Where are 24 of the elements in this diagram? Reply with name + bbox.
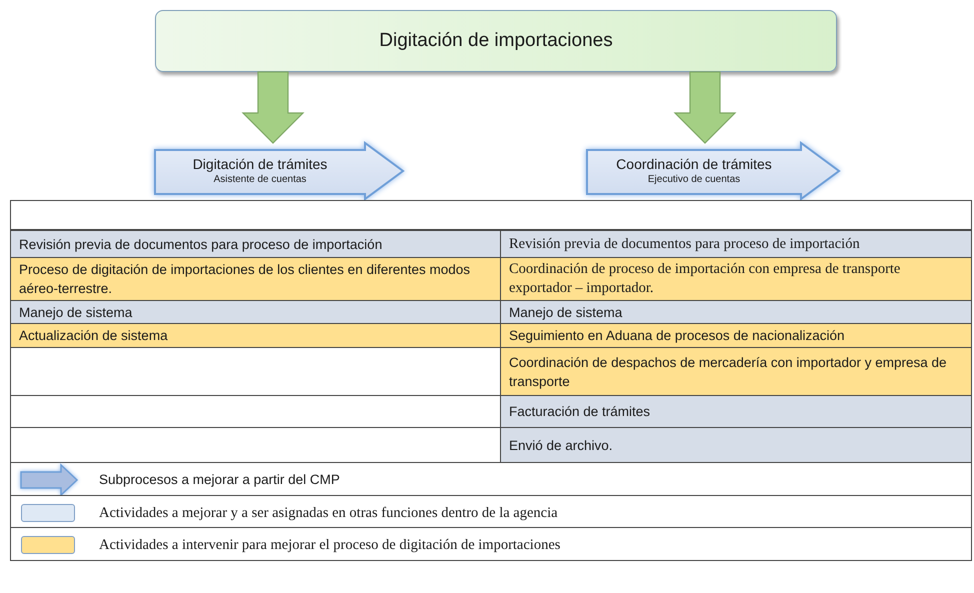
node-title: Digitación de trámites	[192, 155, 328, 173]
process-arrow	[587, 143, 839, 199]
table-cell: Coordinación de despachos de mercadería con importador y empresa de transporte	[500, 347, 972, 396]
process-arrow	[155, 143, 403, 199]
legend-label: Subprocesos a mejorar a partir del CMP	[99, 471, 340, 489]
table-cell: Revisión previa de documentos para proceso de importación	[10, 230, 501, 258]
node-title: Digitación de importaciones	[379, 28, 613, 53]
table-cell: Actualización de sistema	[10, 323, 501, 348]
legend-label: Actividades a intervenir para mejorar el proceso de digitación de importaciones	[99, 536, 560, 555]
node-subtitle: Ejecutivo de cuentas	[648, 173, 740, 186]
table-cell: Manejo de sistema	[10, 300, 501, 324]
legend-label: Actividades a mejorar y a ser asignadas en otras funciones dentro de la agencia	[99, 504, 558, 523]
table-cell: Manejo de sistema	[500, 300, 972, 324]
table-cell: Seguimiento en Aduana de procesos de nacionalización	[500, 323, 972, 348]
table-cell: Coordinación de proceso de importación con empresa de transporte exportador – importador.	[500, 257, 972, 301]
table-cell: Proceso de digitación de importaciones de los clientes en diferentes modos aéreo-terrestre.	[10, 257, 501, 301]
table-cell: Revisión previa de documentos para proceso de importación	[500, 230, 972, 258]
block-arrow	[242, 71, 304, 144]
node-subtitle: Asistente de cuentas	[214, 173, 306, 186]
process-box	[155, 10, 837, 72]
table-cell: Facturación de trámites	[500, 395, 972, 428]
table-cell: Envió de archivo.	[500, 427, 972, 463]
node-title: Coordinación de trámites	[616, 155, 772, 173]
block-arrow	[674, 71, 736, 144]
